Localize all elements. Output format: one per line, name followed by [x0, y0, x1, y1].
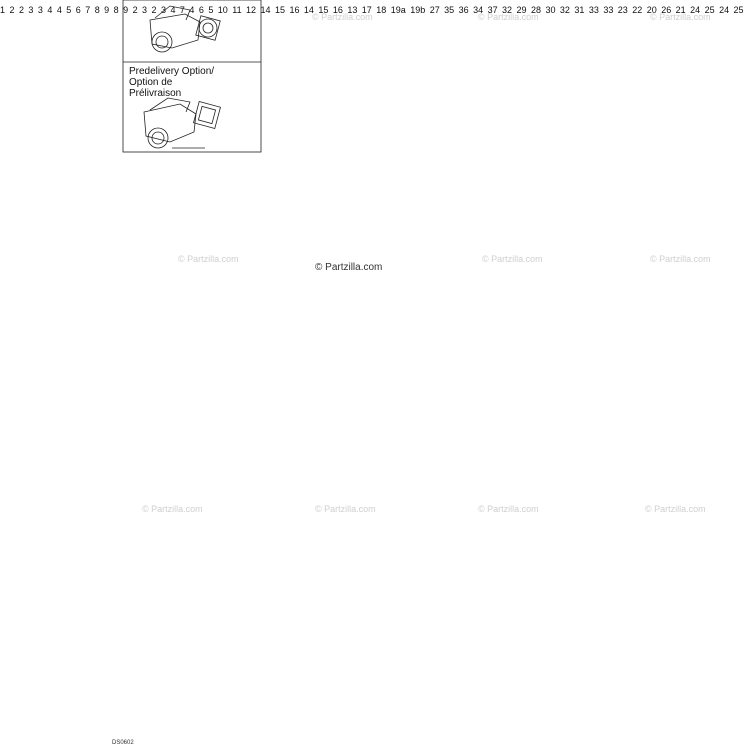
callout-4: 4 — [170, 5, 176, 15]
callout-3: 3 — [160, 5, 166, 15]
callout-2: 2 — [132, 5, 138, 15]
callout-3: 3 — [142, 5, 148, 15]
callout-2: 2 — [18, 5, 24, 15]
callout-24: 24 — [719, 5, 730, 15]
callout-22: 22 — [632, 5, 643, 15]
callout-6: 6 — [198, 5, 204, 15]
callout-30: 30 — [545, 5, 556, 15]
watermark-text: © Partzilla.com — [645, 504, 706, 514]
callout-11: 11 — [232, 5, 242, 15]
callout-14: 14 — [303, 5, 314, 15]
callout-36: 36 — [458, 5, 469, 15]
callout-24: 24 — [690, 5, 701, 15]
callout-21: 21 — [675, 5, 686, 15]
watermark-text: © Partzilla.com — [315, 262, 382, 273]
callout-3: 3 — [28, 5, 34, 15]
callout-25: 25 — [704, 5, 715, 15]
callout-13: 13 — [347, 5, 358, 15]
callout-19b: 19b — [410, 5, 426, 15]
callout-5: 5 — [66, 5, 72, 15]
inset-option-title-line: Predelivery Option/ — [129, 66, 215, 77]
callout-17: 17 — [361, 5, 372, 15]
callout-25: 25 — [733, 5, 744, 15]
inset-option-title: Predelivery Option/ Option de Prélivrais… — [129, 66, 255, 99]
callout-4: 4 — [189, 5, 195, 15]
callout-33: 33 — [588, 5, 599, 15]
callout-7: 7 — [85, 5, 91, 15]
watermark-text: © Partzilla.com — [650, 12, 711, 22]
watermark-text: © Partzilla.com — [315, 504, 376, 514]
callout-15: 15 — [274, 5, 285, 15]
callout-33: 33 — [603, 5, 614, 15]
callout-9: 9 — [123, 5, 129, 15]
callout-2: 2 — [151, 5, 157, 15]
callout-12: 12 — [246, 5, 257, 15]
watermark-text: © Partzilla.com — [178, 254, 239, 264]
callout-7: 7 — [179, 5, 185, 15]
callout-32: 32 — [559, 5, 570, 15]
callout-labels: 1 2 2 3 3 4 4 5 6 7 8 9 8 9 2 3 2 3 4 7 … — [0, 0, 744, 17]
callout-3: 3 — [37, 5, 43, 15]
callout-4: 4 — [56, 5, 62, 15]
watermark-text: © Partzilla.com — [650, 254, 711, 264]
diagram-reference-code: DS0602 — [112, 740, 134, 746]
callout-32: 32 — [502, 5, 513, 15]
callout-8: 8 — [113, 5, 119, 15]
throttle-body-19b — [143, 97, 221, 149]
watermark-text: © Partzilla.com — [478, 504, 539, 514]
inset-option-title-line: Option de — [129, 77, 173, 88]
callout-31: 31 — [574, 5, 585, 15]
callout-16: 16 — [289, 5, 300, 15]
inset-option-title-line: Prélivraison — [129, 88, 182, 99]
watermark-text: © Partzilla.com — [482, 254, 543, 264]
callout-8: 8 — [94, 5, 100, 15]
callout-14: 14 — [260, 5, 271, 15]
callout-28: 28 — [530, 5, 541, 15]
callout-18: 18 — [376, 5, 387, 15]
callout-23: 23 — [617, 5, 628, 15]
callout-1: 1 — [0, 5, 6, 15]
throttle-body-option-inset — [122, 0, 262, 153]
callout-26: 26 — [661, 5, 672, 15]
throttle-body-19a — [149, 5, 221, 53]
callout-20: 20 — [646, 5, 657, 15]
callout-10: 10 — [217, 5, 228, 15]
watermark-layer: © Partzilla.com © Partzilla.com © Partzi… — [142, 12, 711, 514]
inset-frame — [122, 0, 262, 153]
callout-37: 37 — [487, 5, 498, 15]
callout-5: 5 — [208, 5, 214, 15]
callout-4: 4 — [47, 5, 53, 15]
callout-6: 6 — [75, 5, 81, 15]
callout-16: 16 — [332, 5, 343, 15]
callout-29: 29 — [516, 5, 527, 15]
callout-34: 34 — [473, 5, 484, 15]
callout-15: 15 — [318, 5, 329, 15]
callout-27: 27 — [429, 5, 440, 15]
callout-19a: 19a — [390, 5, 406, 15]
callout-2: 2 — [9, 5, 15, 15]
watermark-text: © Partzilla.com — [478, 12, 539, 22]
callout-35: 35 — [444, 5, 455, 15]
watermark-text: © Partzilla.com — [142, 504, 203, 514]
watermark-text: © Partzilla.com — [312, 12, 373, 22]
callout-9: 9 — [104, 5, 110, 15]
